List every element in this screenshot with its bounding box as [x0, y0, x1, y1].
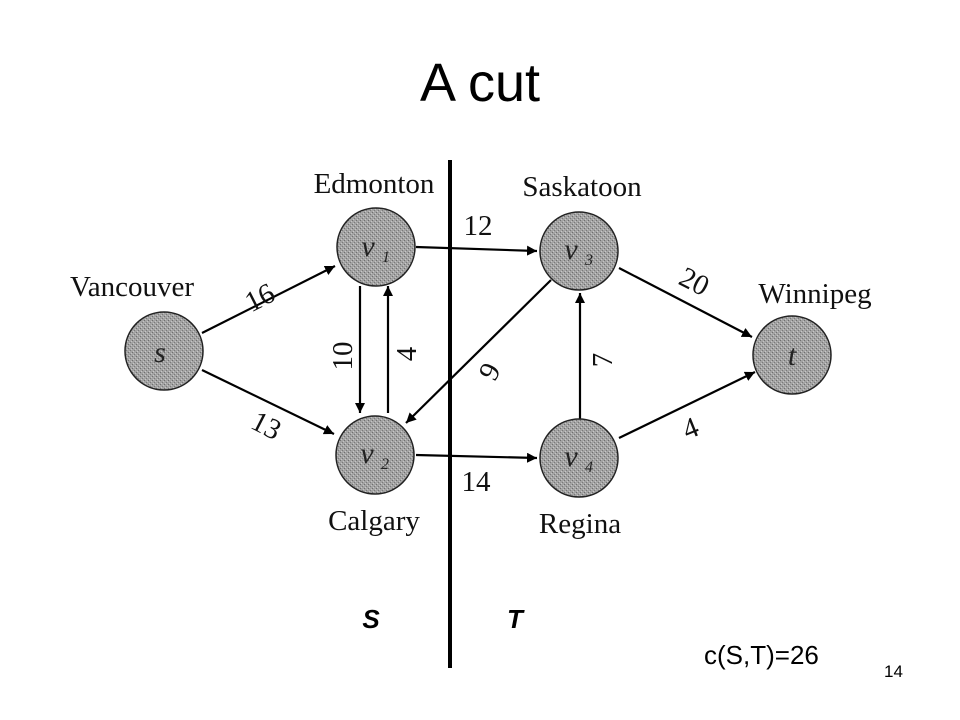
capacity-v1-v3: 12 [464, 210, 493, 242]
node-v4: v 4 [539, 418, 619, 498]
city-vancouver: Vancouver [70, 271, 194, 303]
node-v4-label: v [564, 440, 578, 473]
city-calgary: Calgary [328, 505, 420, 537]
capacity-v1-v2: 10 [327, 342, 359, 371]
page-number: 14 [884, 662, 903, 681]
node-v4-subscript: 4 [585, 459, 593, 476]
node-t-label: t [788, 339, 797, 372]
node-v2-subscript: 2 [381, 456, 389, 473]
edge-s-v1 [201, 265, 336, 334]
slide-title: A cut [419, 53, 541, 113]
node-s: s [124, 311, 204, 391]
capacity-v2-v1: 4 [391, 346, 423, 361]
node-v3: v 3 [539, 211, 619, 291]
city-saskatoon: Saskatoon [522, 171, 642, 203]
edge-s-v2 [201, 369, 335, 435]
capacity-s-v2: 13 [246, 405, 286, 447]
node-v2-label: v [360, 437, 374, 470]
node-v3-subscript: 3 [584, 252, 593, 269]
capacity-v4-v3: 7 [587, 353, 619, 368]
city-edmonton: Edmonton [314, 168, 435, 200]
node-v1: v 1 [336, 207, 416, 287]
city-regina: Regina [539, 508, 621, 540]
node-v1-label: v [361, 230, 375, 263]
node-v3-label: v [564, 233, 578, 266]
edge-v2-v4 [415, 452, 538, 463]
city-winnipeg: Winnipeg [758, 278, 871, 310]
capacity-v3-v2: 9 [473, 358, 508, 386]
cut-side-s-label: S [362, 604, 380, 634]
capacity-v3-t: 20 [674, 261, 714, 303]
cut-capacity-text: c(S,T)=26 [704, 640, 819, 670]
capacity-v4-t: 4 [678, 411, 704, 446]
edge-v3-v2 [405, 279, 552, 424]
capacity-v2-v4: 14 [462, 466, 492, 498]
cut-side-t-label: T [507, 604, 525, 634]
node-s-label: s [154, 336, 166, 369]
capacity-s-v1: 16 [240, 277, 280, 319]
edge-v1-v3 [415, 245, 538, 256]
node-v1-subscript: 1 [382, 249, 390, 266]
node-v2: v 2 [335, 415, 415, 495]
edges [201, 245, 756, 463]
node-t: t [752, 315, 832, 395]
edge-v4-t [618, 371, 756, 439]
edge-v3-t [618, 267, 753, 338]
